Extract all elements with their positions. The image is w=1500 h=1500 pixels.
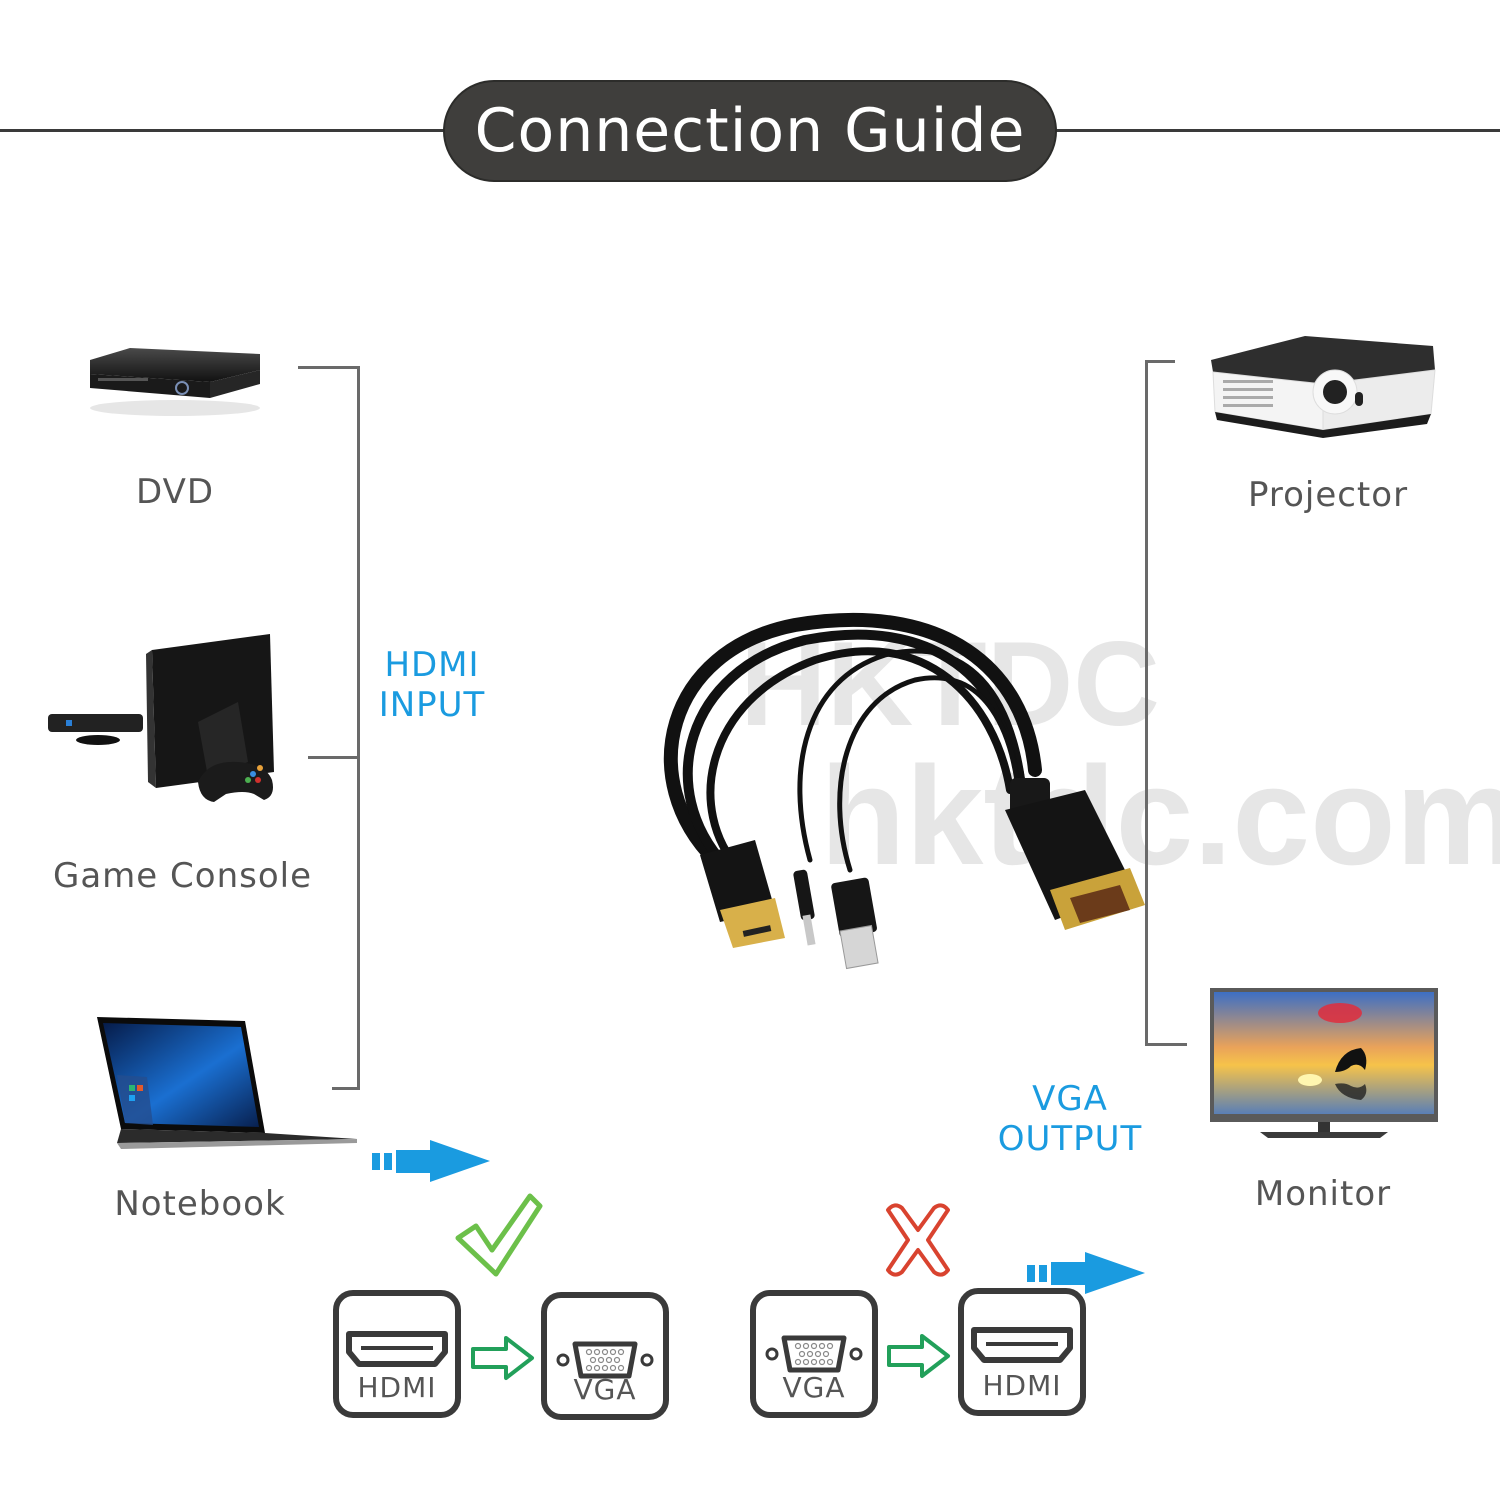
bracket-left-bottom bbox=[332, 1087, 360, 1090]
hdmi-to-vga-cable-image bbox=[664, 613, 1146, 970]
bracket-right-bottom bbox=[1145, 1043, 1187, 1046]
device-label-dvd: DVD bbox=[135, 472, 215, 512]
hdmi-input-label-line1: HDMI bbox=[384, 645, 480, 685]
example-2-arrow-icon bbox=[887, 1334, 950, 1378]
example-2-target-port: HDMI bbox=[958, 1288, 1086, 1416]
device-label-game-console: Game Console bbox=[53, 856, 312, 896]
check-icon bbox=[455, 1193, 543, 1277]
example-2-source-label: VGA bbox=[782, 1371, 846, 1404]
example-1-source-port: HDMI bbox=[333, 1290, 461, 1418]
vga-port-icon bbox=[765, 1335, 863, 1373]
bracket-left-middle bbox=[308, 756, 360, 759]
title-banner: Connection Guide bbox=[443, 80, 1057, 182]
header-rule-left bbox=[0, 129, 450, 132]
example-1-target-port: VGA bbox=[541, 1292, 669, 1420]
example-1-target-label: VGA bbox=[573, 1373, 637, 1406]
vga-output-label: VGA OUTPUT bbox=[990, 1079, 1150, 1159]
monitor-image bbox=[1210, 988, 1438, 1138]
example-1-arrow-icon bbox=[471, 1336, 534, 1380]
hdmi-port-icon bbox=[971, 1327, 1073, 1363]
hdmi-input-label-line2: INPUT bbox=[378, 685, 486, 725]
page-title: Connection Guide bbox=[474, 96, 1026, 166]
laptop-image bbox=[97, 1017, 357, 1149]
example-2-source-port: VGA bbox=[750, 1290, 878, 1418]
vga-output-label-line2: OUTPUT bbox=[997, 1119, 1143, 1159]
device-label-monitor: Monitor bbox=[1254, 1174, 1392, 1214]
example-2-target-label: HDMI bbox=[982, 1369, 1062, 1402]
device-label-projector: Projector bbox=[1247, 475, 1409, 515]
vga-output-label-line1: VGA bbox=[1032, 1079, 1108, 1119]
game-console-image bbox=[48, 634, 274, 802]
bracket-left-top bbox=[298, 366, 360, 369]
bracket-left-spine bbox=[357, 366, 360, 1090]
vga-port-icon bbox=[556, 1341, 654, 1379]
example-1-source-label: HDMI bbox=[357, 1371, 437, 1404]
projector-image bbox=[1211, 336, 1436, 438]
cross-icon bbox=[886, 1203, 950, 1277]
hdmi-port-icon bbox=[346, 1331, 448, 1367]
hdmi-input-arrow-icon bbox=[372, 1140, 490, 1182]
vga-output-arrow-icon bbox=[1027, 1252, 1145, 1294]
bracket-right-top bbox=[1145, 360, 1175, 363]
device-label-notebook: Notebook bbox=[114, 1184, 286, 1224]
watermark-hktdc-com: hktdc.com bbox=[820, 737, 1500, 894]
dvd-player-image bbox=[90, 348, 260, 416]
bracket-right-spine bbox=[1145, 360, 1148, 1046]
header-rule-right bbox=[1050, 129, 1500, 132]
hdmi-input-label: HDMI INPUT bbox=[362, 645, 502, 725]
